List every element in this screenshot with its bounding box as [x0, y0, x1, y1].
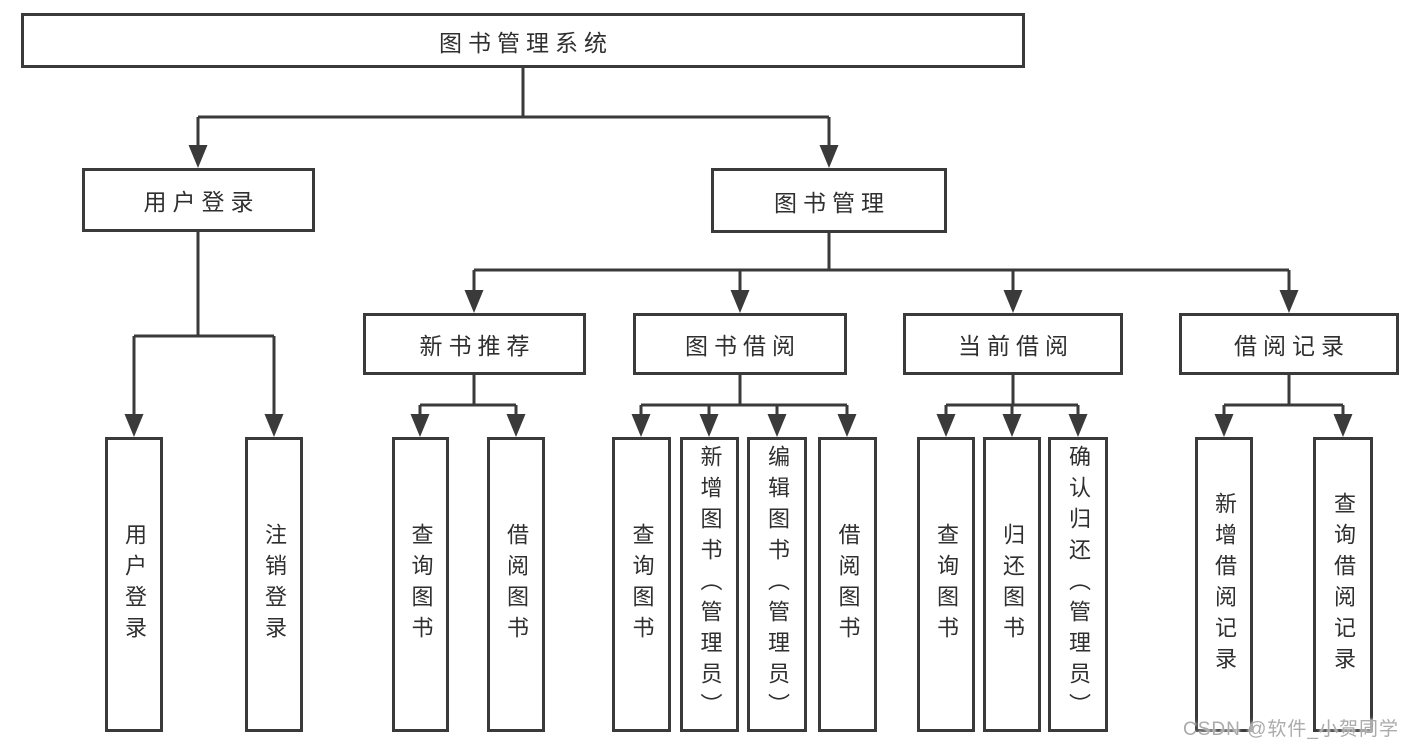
leaf-return-book: 归还图书 [983, 437, 1041, 732]
node-label: 查询借阅记录 [1331, 491, 1356, 678]
node-label: 归还图书 [1000, 522, 1025, 647]
node-root-system: 图书管理系统 [21, 13, 1025, 68]
node-label: 查询图书 [629, 522, 655, 647]
leaf-query-book-3: 查询图书 [917, 437, 975, 732]
node-label: 用户登录 [122, 522, 147, 647]
node-label: 借阅记录 [1234, 333, 1350, 359]
node-label: 图书借阅 [685, 333, 801, 359]
node-label: 新增图书（管理员） [697, 445, 723, 724]
node-borrow-record: 借阅记录 [1179, 313, 1399, 375]
node-book-borrow: 图书借阅 [633, 313, 847, 375]
node-label: 注销登录 [262, 522, 287, 647]
node-label: 编辑图书（管理员） [765, 445, 790, 724]
leaf-add-borrow-record: 新增借阅记录 [1195, 437, 1253, 732]
leaf-query-book-1: 查询图书 [392, 437, 449, 732]
leaf-logout: 注销登录 [245, 437, 303, 732]
node-label: 图书管理 [774, 189, 890, 216]
node-label: 确认归还（管理员） [1066, 445, 1091, 724]
watermark: CSDN @软件_小贺同学 [1183, 719, 1399, 740]
leaf-query-book-2: 查询图书 [612, 437, 671, 732]
leaf-confirm-return-admin: 确认归还（管理员） [1048, 437, 1108, 732]
node-label: 借阅图书 [835, 522, 861, 647]
node-label: 新增借阅记录 [1212, 491, 1237, 678]
node-label: 查询图书 [408, 522, 434, 647]
leaf-edit-book-admin: 编辑图书（管理员） [747, 437, 807, 732]
node-label: 借阅图书 [504, 522, 529, 647]
leaf-borrow-book-2: 借阅图书 [818, 437, 877, 732]
leaf-add-book-admin: 新增图书（管理员） [680, 437, 739, 732]
node-label: 查询图书 [934, 522, 959, 647]
leaf-borrow-book-1: 借阅图书 [487, 437, 545, 732]
node-new-book-recommend: 新书推荐 [363, 313, 586, 375]
node-label: 当前借阅 [958, 333, 1074, 359]
leaf-user-login: 用户登录 [105, 437, 163, 732]
node-label: 用户登录 [143, 189, 260, 215]
node-user-login: 用户登录 [82, 168, 315, 232]
node-current-borrow: 当前借阅 [903, 313, 1123, 375]
node-label: 新书推荐 [419, 333, 536, 359]
leaf-query-borrow-record: 查询借阅记录 [1313, 437, 1373, 732]
node-label: 图书管理系统 [439, 29, 613, 56]
node-book-management: 图书管理 [711, 168, 947, 233]
